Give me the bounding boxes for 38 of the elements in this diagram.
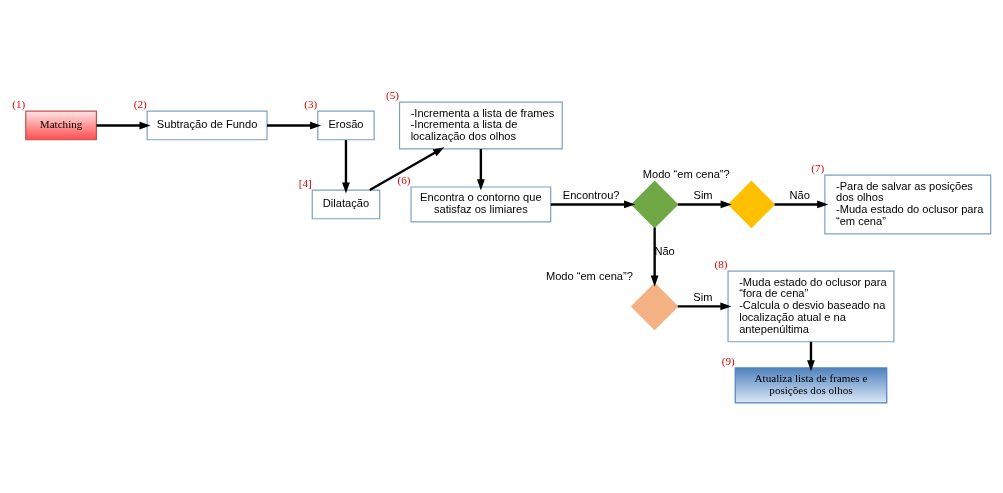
node-box: Matching: [25, 110, 97, 141]
node-box: -Incrementa a lista de frames -Incrementa a lista de localização dos olhos: [398, 101, 563, 150]
arrow: [369, 147, 445, 191]
node-label: (5): [386, 89, 399, 102]
node-box: Dilatação: [311, 189, 381, 220]
arrow: [807, 341, 815, 372]
node-box: Subtração de Fundo: [146, 110, 268, 141]
edge-label: Encontrou?: [562, 189, 620, 202]
arrow: [774, 200, 829, 209]
node-label: [4]: [298, 177, 312, 190]
edge-label: Sim: [693, 189, 713, 202]
arrow: [476, 149, 485, 191]
arrow: [550, 200, 636, 209]
edge-label: Não: [789, 189, 810, 202]
node-label: Modo “em cena”?: [642, 168, 730, 181]
node-box: Erosão: [317, 110, 375, 141]
node-label: (3): [304, 98, 318, 111]
arrow: [650, 227, 659, 287]
arrow: [267, 121, 322, 130]
node-box: -Para de salvar as posições dos olhos -Muda estado do oclusor para “em cena”: [824, 174, 992, 235]
arrow: [677, 302, 732, 311]
node-label: (2): [133, 98, 147, 111]
node-diamond: [630, 282, 679, 331]
node-label: (8): [714, 258, 728, 271]
arrow: [677, 200, 732, 209]
arrow: [96, 121, 151, 130]
node-box: -Muda estado do oclusor para “fora de cena” -Calcula o desvio baseado na localização atual e na antepenúltima: [727, 270, 895, 343]
node-label: (7): [811, 162, 825, 175]
node-diamond: [727, 180, 776, 229]
node-label: (9): [721, 354, 735, 367]
arrow: [342, 140, 350, 194]
node-box: Encontra o contorno que satisfaz os limiares: [410, 186, 552, 223]
node-diamond: [630, 180, 679, 229]
node-label: Modo “em cena”?: [545, 270, 633, 283]
node-label: (6): [397, 173, 411, 186]
node-box: Atualiza lista de frames e posições dos olhos: [734, 367, 888, 404]
edge-label: Sim: [693, 291, 713, 304]
node-label: (1): [12, 98, 26, 111]
